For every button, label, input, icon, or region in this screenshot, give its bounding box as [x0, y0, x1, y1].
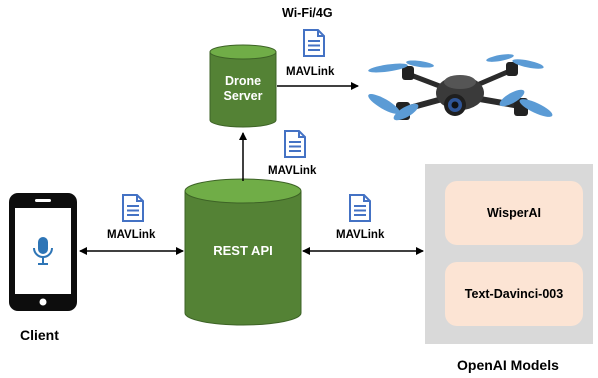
rest-api-cylinder [184, 178, 302, 326]
microphone-icon [33, 237, 53, 265]
mavlink-label: MAVLink [286, 66, 335, 78]
drone-server-cylinder [209, 44, 277, 128]
document-icon [349, 194, 371, 222]
drone-server-line1: Drone [224, 74, 262, 88]
document-icon [303, 29, 325, 57]
wifi-label: Wi-Fi/4G [282, 6, 333, 20]
mavlink-label: MAVLink [107, 229, 156, 241]
document-icon [284, 130, 306, 158]
model-box-text-davinci: Text-Davinci-003 [445, 262, 583, 326]
openai-models-label: OpenAI Models [457, 357, 559, 373]
mavlink-label: MAVLink [336, 229, 385, 241]
model-label: WisperAI [486, 206, 542, 220]
drone-icon [368, 54, 553, 121]
document-icon [122, 194, 144, 222]
model-label: Text-Davinci-003 [464, 287, 564, 301]
client-label: Client [20, 327, 59, 343]
drone-server-line2: Server [223, 89, 263, 103]
rest-api-label: REST API [213, 243, 273, 258]
openai-models-panel: WisperAI Text-Davinci-003 [425, 164, 593, 344]
mavlink-label: MAVLink [268, 165, 317, 177]
model-box-wisperai: WisperAI [445, 181, 583, 245]
drone-server-label: Drone Server [210, 74, 276, 104]
